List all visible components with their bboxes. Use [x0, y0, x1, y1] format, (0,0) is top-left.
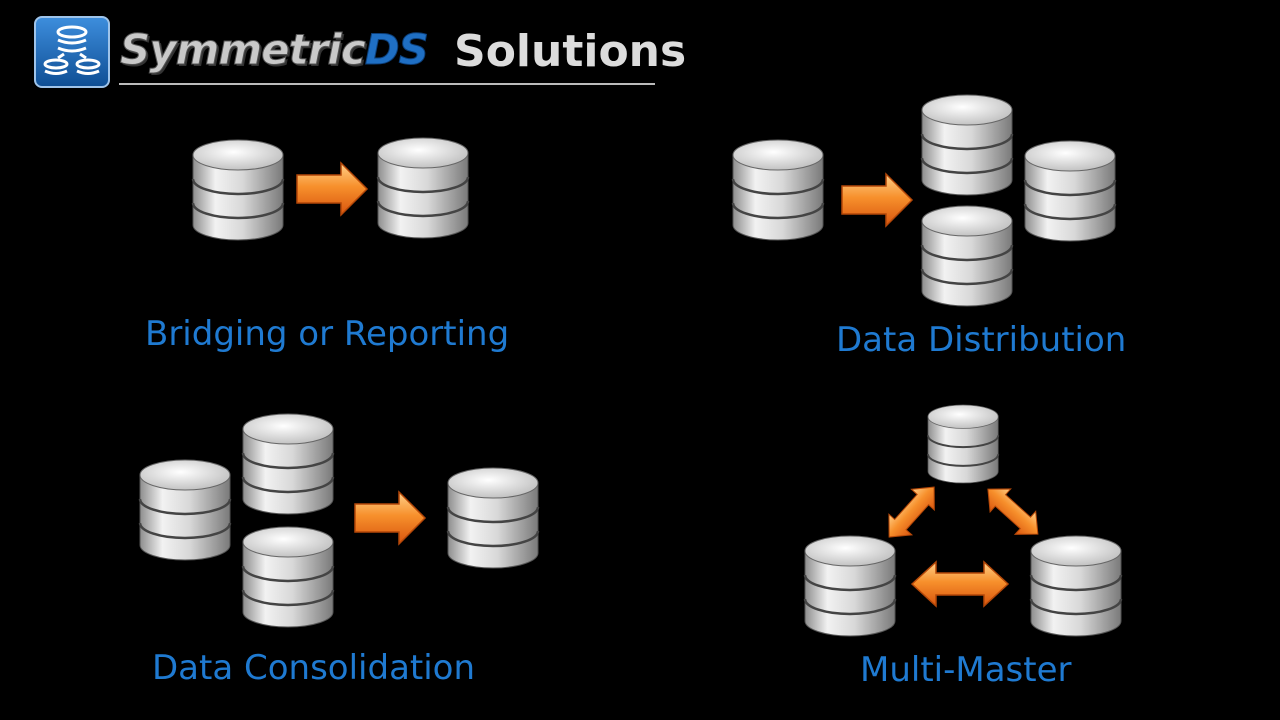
database-icon — [1023, 139, 1117, 243]
database-icon — [446, 466, 540, 570]
database-icon — [241, 412, 335, 516]
brand-symmetric: Symmetric — [120, 25, 367, 75]
header-divider — [119, 83, 655, 85]
double-arrow-icon — [911, 561, 1009, 607]
double-arrow-icon — [877, 476, 947, 548]
database-icon — [927, 404, 1000, 484]
caption-consolidation: Data Consolidation — [152, 648, 476, 688]
database-icon — [138, 458, 232, 562]
caption-distribution: Data Distribution — [836, 320, 1127, 360]
database-icon — [803, 534, 897, 638]
database-icon — [731, 138, 825, 242]
arrow-right-icon — [296, 162, 368, 216]
arrow-right-icon — [841, 173, 913, 227]
database-icon — [241, 525, 335, 629]
database-icon — [376, 136, 470, 240]
database-icon — [191, 138, 285, 242]
caption-bridging: Bridging or Reporting — [145, 314, 510, 354]
arrow-right-icon — [354, 491, 426, 545]
symmetricds-logo — [34, 16, 110, 88]
database-icon — [920, 93, 1014, 197]
caption-multimaster: Multi-Master — [860, 650, 1072, 690]
page-title: Solutions — [454, 26, 687, 77]
brand-wordmark: SymmetricDS — [120, 22, 430, 78]
database-icon — [1029, 534, 1123, 638]
double-arrow-icon — [977, 477, 1049, 547]
database-logo-icon — [43, 25, 101, 75]
database-icon — [920, 204, 1014, 308]
brand-ds: DS — [364, 25, 429, 75]
